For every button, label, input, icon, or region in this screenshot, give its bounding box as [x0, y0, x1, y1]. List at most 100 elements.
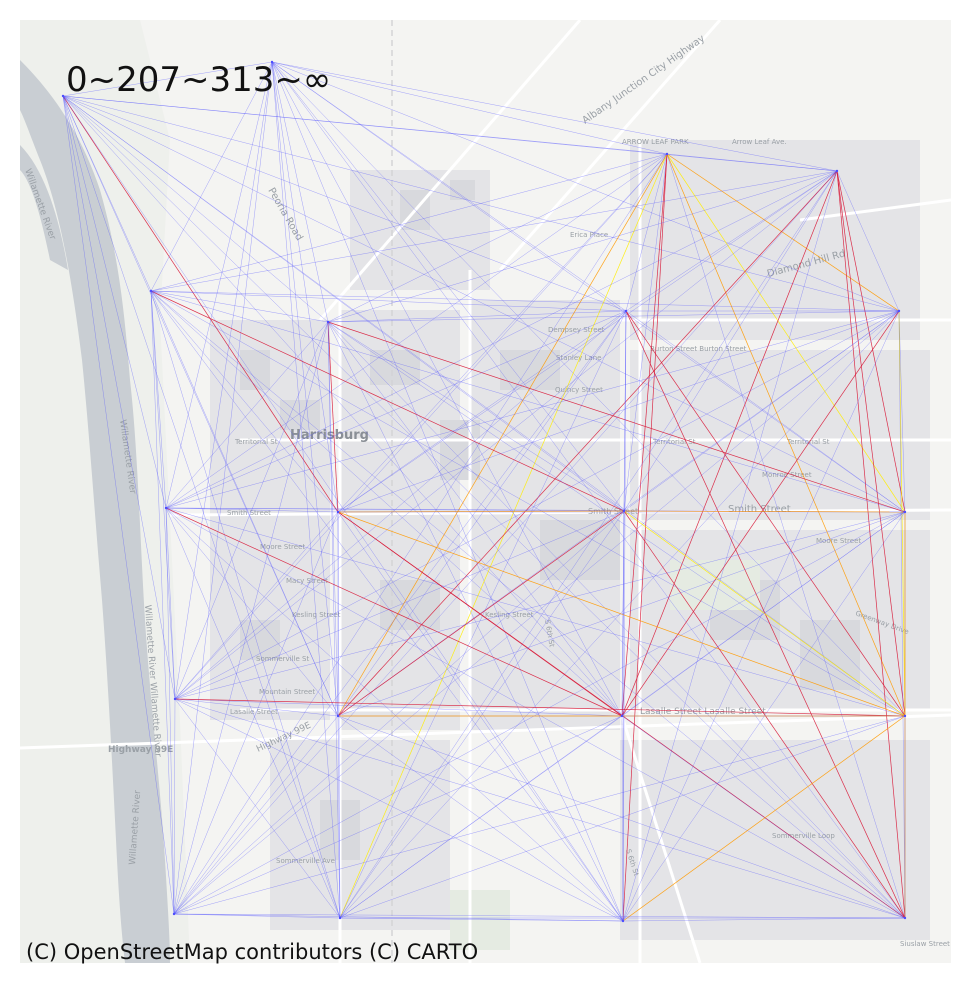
- network-edge: [173, 510, 625, 915]
- network-edge: [62, 95, 627, 312]
- network-edge: [271, 61, 627, 312]
- network-edge: [271, 61, 906, 513]
- network-edge: [327, 321, 906, 717]
- network-edge: [62, 95, 341, 919]
- network-edge: [623, 510, 906, 919]
- network-edge: [165, 507, 339, 717]
- network-edge: [62, 95, 339, 513]
- network-edge: [327, 321, 906, 919]
- network-edge: [173, 913, 341, 919]
- network-edge: [62, 95, 623, 717]
- network-edge: [174, 511, 906, 700]
- network-edge: [337, 310, 900, 513]
- label-erica: Erica Place: [570, 231, 608, 239]
- network-edge: [339, 917, 624, 922]
- network-node: [903, 916, 907, 920]
- network-edge: [271, 61, 329, 323]
- willamette-river: [20, 60, 170, 963]
- network-edge: [174, 698, 906, 717]
- network-edge: [666, 153, 906, 919]
- network-edge: [174, 170, 838, 700]
- network-edge: [174, 698, 341, 919]
- network-edge: [337, 170, 838, 513]
- network-edge: [165, 507, 341, 919]
- network-node: [164, 506, 168, 510]
- label-sisslaw: Siuslaw Street: [900, 940, 950, 948]
- network-edge: [150, 290, 176, 700]
- network-edge: [337, 310, 627, 717]
- network-edge: [271, 61, 624, 922]
- label-sommerville-loop: Sommerville Loop: [772, 832, 835, 840]
- network-edge: [836, 170, 906, 717]
- network-edge: [165, 507, 175, 915]
- network-edge: [271, 61, 838, 172]
- network-edge: [173, 715, 623, 915]
- network-edge: [622, 917, 906, 922]
- network-edge: [622, 310, 627, 922]
- network-edge: [623, 170, 838, 512]
- network-node: [624, 309, 628, 313]
- network-edge: [165, 170, 838, 509]
- network-edge: [174, 511, 339, 700]
- network-edge: [339, 153, 668, 919]
- label-lasalle-w: Lasalle Street: [230, 708, 278, 716]
- network-edge: [174, 698, 623, 717]
- network-node: [835, 169, 839, 173]
- label-moore-w: Moore Street: [260, 543, 305, 551]
- network-edge: [165, 321, 329, 509]
- basemap: Willamette River Willamette River Willam…: [20, 20, 951, 963]
- network-edge: [62, 95, 175, 915]
- network-edge: [174, 310, 627, 700]
- network-edge: [666, 153, 838, 172]
- network-edge: [622, 715, 906, 922]
- network-edge: [150, 290, 341, 919]
- network-edge: [173, 321, 329, 915]
- network-edge: [625, 310, 906, 513]
- map-panel[interactable]: Willamette River Willamette River Willam…: [20, 20, 951, 963]
- network-edge: [625, 310, 906, 717]
- label-kesling-e: Kesling Street: [485, 611, 534, 619]
- network-edge: [150, 290, 624, 922]
- network-edge: [898, 310, 906, 513]
- network-edge: [271, 61, 339, 513]
- network-node: [149, 289, 153, 293]
- network-edge: [174, 310, 900, 700]
- network-edge: [173, 715, 906, 915]
- network-edge: [173, 511, 339, 915]
- network-edge: [62, 95, 329, 323]
- network-edge: [150, 290, 339, 513]
- network-edge: [623, 153, 668, 512]
- network-edge: [173, 913, 906, 919]
- label-lasalle-e: Lasalle Street Lasalle Street: [640, 707, 766, 717]
- network-edge: [62, 95, 838, 172]
- network-edge: [174, 61, 273, 700]
- network-edge: [327, 170, 838, 323]
- network-edge: [339, 310, 627, 919]
- map-title: 0~207~313~∞: [66, 60, 332, 100]
- network-edge: [327, 321, 341, 919]
- network-edge: [622, 511, 906, 922]
- network-edge: [173, 913, 624, 922]
- label-territorial-w: Territorial St: [234, 438, 278, 446]
- label-arrowleafave: Arrow Leaf Ave.: [732, 138, 787, 146]
- network-edge: [173, 61, 273, 915]
- network-edge: [327, 321, 623, 717]
- network-node: [665, 152, 669, 156]
- network-edge: [666, 153, 906, 513]
- network-edge: [150, 153, 668, 292]
- network-edge: [271, 61, 906, 919]
- network-edge: [339, 715, 623, 919]
- river-side-channel: [20, 145, 68, 270]
- network-edge: [327, 153, 668, 323]
- network-edge: [62, 95, 176, 700]
- network-edge: [621, 170, 838, 717]
- network-edge: [62, 95, 167, 509]
- streets: [20, 20, 951, 963]
- network-edge: [337, 715, 624, 922]
- network-edge: [327, 310, 627, 323]
- network-edge: [150, 290, 900, 312]
- label-smith-e: Smith Street: [728, 504, 791, 515]
- label-sommerville-st: Sommerville St: [256, 655, 310, 663]
- network-edge: [621, 310, 900, 717]
- network-edge: [623, 510, 906, 513]
